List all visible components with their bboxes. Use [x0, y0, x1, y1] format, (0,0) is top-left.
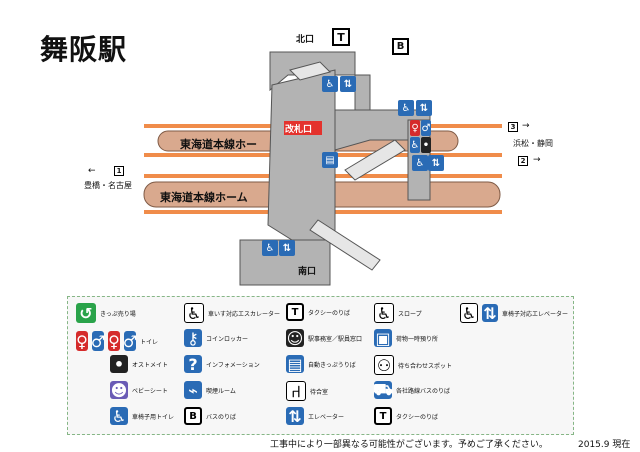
station-map	[143, 51, 502, 286]
accessible-toilet-icon: ♿	[410, 137, 420, 153]
wheelchair-escalator-icon: ♿	[184, 303, 204, 323]
toilet-men-icon: ♂	[90, 331, 106, 351]
elevator-icon: ⇅	[286, 407, 304, 426]
ostomate-icon: •	[110, 355, 128, 374]
track-3-number: 3	[508, 122, 518, 132]
elevator-icon: ⇅	[340, 76, 356, 92]
toilet-women-icon: ♀	[108, 331, 120, 351]
meeting-spot-icon: ⚇	[374, 355, 394, 375]
legend-ticket-office: ↺ きっぷ売り場	[76, 303, 136, 323]
ticket-office-icon: ↺	[76, 303, 96, 323]
date-label: 2015.9 現在	[578, 440, 631, 450]
platform-lower-label: 東海道本線ホーム	[160, 191, 248, 204]
wheelchair-icon: ♿	[412, 155, 428, 171]
legend-accessible-toilet: ♿ 車椅子用トイレ	[110, 406, 175, 426]
taxi-letter-icon: T	[374, 407, 392, 425]
legend-ticket-machine: ▤ 自動きっぷうりば	[286, 354, 356, 374]
smoking-icon: ⌁	[184, 381, 202, 400]
bus-icon: ⛟	[372, 379, 394, 399]
legend-coin-locker: ⚷ コインロッカー	[184, 329, 248, 348]
waiting-room-icon: ⑁	[286, 381, 306, 401]
legend-taxi-stop-2: T タクシーのりば	[374, 407, 438, 425]
ticket-machine-icon: ▤	[286, 354, 304, 374]
baby-seat-icon: ☻	[110, 380, 128, 400]
legend-baby-seat: ☻ ベビーシート	[110, 380, 168, 400]
left-arrow: ←	[88, 166, 96, 176]
wheelchair-icon: ♿	[398, 100, 414, 116]
right-arrow-top: →	[522, 121, 530, 131]
baggage-icon: ▣	[374, 328, 392, 348]
station-title: 舞阪駅	[40, 33, 128, 66]
legend-information: ? インフォメーション	[184, 355, 260, 374]
bus-letter-icon: B	[184, 407, 202, 425]
legend-wheelchair-escalator: ♿ 車いす対応エスカレーター	[184, 303, 280, 323]
key-icon: ⚷	[184, 329, 202, 348]
toilet-women-icon: ♀	[76, 331, 88, 351]
legend-smoking-room: ⌁ 喫煙ルーム	[184, 381, 236, 400]
legend-ostomate: • オストメイト	[110, 355, 168, 374]
legend-bus-stop: B バスのりば	[184, 407, 236, 425]
legend-station-office: ☺ 駅事務室／駅員窓口	[286, 328, 363, 348]
elevator-icon: ⇅	[482, 303, 498, 323]
platform-upper-label: 東海道本線ホー	[180, 138, 257, 151]
elevator-icon: ⇅	[279, 240, 295, 256]
legend-wheelchair-elevator: ♿ ⇅ 車椅子対応エレベーター	[460, 303, 569, 323]
elevator-icon: ⇅	[416, 100, 432, 116]
wheelchair-escalator-icon: ♿	[460, 303, 478, 323]
construction-notice: 工事中により一部異なる可能性がございます。予めご了承ください。	[270, 440, 548, 450]
staff-icon: ☺	[286, 328, 304, 348]
legend-baggage: ▣ 荷物一時預り所	[374, 328, 439, 348]
legend-meeting-spot: ⚇ 待ち合わせスポット	[374, 355, 452, 375]
north-exit-label: 北口	[296, 35, 315, 45]
taxi-stop-marker: T	[332, 28, 350, 46]
track-2-number: 2	[518, 156, 528, 166]
wheelchair-icon: ♿	[322, 76, 338, 92]
legend-waiting-room: ⑁ 待合室	[286, 381, 328, 401]
wheelchair-icon: ♿	[262, 240, 278, 256]
ostomate-icon: •	[421, 137, 431, 153]
stairs	[289, 61, 406, 271]
legend-taxi-stop: T タクシーのりば	[286, 303, 350, 321]
track-1-number: 1	[114, 166, 124, 176]
right-arrow-bottom: →	[533, 155, 541, 165]
information-icon: ?	[184, 355, 202, 374]
bus-stop-marker: B	[392, 38, 409, 55]
legend-slope: ♿ スロープ	[374, 303, 422, 323]
taxi-letter-icon: T	[286, 303, 304, 321]
elevator-icon: ⇅	[428, 155, 444, 171]
legend-toilet: ♀ ♂ ♀ ♂ トイレ	[76, 331, 159, 351]
toilet-women-icon: ♀	[410, 120, 420, 136]
ticket-gate-box	[284, 121, 322, 135]
legend-company-bus: ⛟ 各社路線バスのりば	[372, 379, 451, 399]
slope-icon: ♿	[374, 303, 394, 323]
toilet-men-icon: ♂	[122, 331, 138, 351]
legend: ↺ きっぷ売り場 ♀ ♂ ♀ ♂ トイレ • オストメイト ☻ ベビーシート ♿…	[67, 296, 574, 435]
ticket-gate-label: 改札口	[285, 125, 313, 135]
toilet-men-icon: ♂	[421, 120, 431, 136]
ticket-machine-icon: ▤	[322, 152, 338, 168]
legend-elevator: ⇅ エレベーター	[286, 407, 344, 426]
accessible-toilet-icon: ♿	[110, 406, 128, 426]
south-exit-label: 南口	[298, 267, 317, 277]
left-direction-label: 豊橋・名古屋	[84, 181, 132, 190]
right-direction-label: 浜松・静岡	[513, 139, 553, 148]
